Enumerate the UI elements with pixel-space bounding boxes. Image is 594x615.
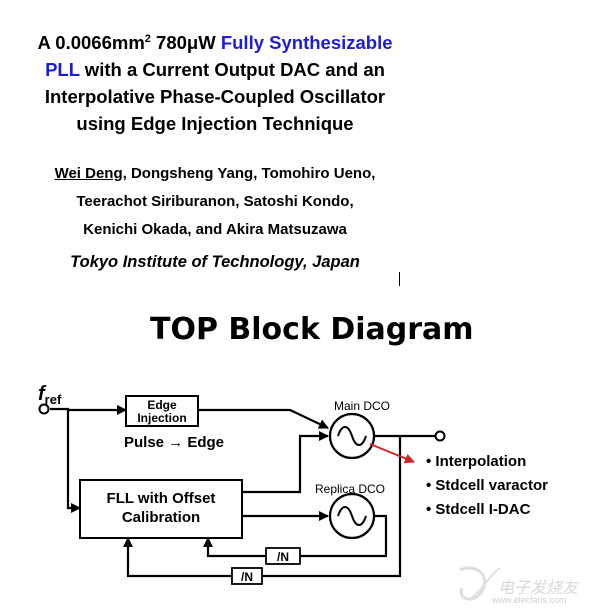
- title-line-2: PLL with a Current Output DAC and an: [20, 56, 410, 83]
- signal-wires: [50, 405, 436, 578]
- divider-lower: [231, 567, 263, 585]
- text-cursor: [399, 272, 400, 286]
- title-text-power: 780μW: [150, 32, 221, 54]
- fref-input-node: [38, 403, 50, 415]
- fref-label: fref: [38, 383, 62, 407]
- affiliation: Tokyo Institute of Technology, Japan: [70, 253, 360, 271]
- replica-dco-sine-icon: [337, 506, 367, 526]
- fll-block: [79, 479, 243, 539]
- author-line-3: Kenichi Okada, and Akira Matsuzawa: [83, 221, 347, 238]
- bullet-interpolation: • Interpolation: [426, 453, 526, 470]
- edge-injection-label-2: Injection: [137, 411, 186, 425]
- edge-injection-label-1: Edge: [147, 398, 177, 412]
- divider-lower-label: /N: [241, 570, 253, 584]
- fll-label-1: FLL with Offset: [107, 490, 216, 507]
- replica-dco-label: Replica DCO: [315, 482, 385, 496]
- author-line-2: Teerachot Siriburanon, Satoshi Kondo,: [76, 193, 354, 210]
- title-highlight-2: PLL: [45, 59, 80, 81]
- title-text-2: with a Current Output DAC and an: [79, 59, 385, 81]
- watermark-logo: [459, 566, 501, 601]
- title-line-3: Interpolative Phase-Coupled Oscillator: [44, 86, 386, 108]
- title-highlight-1: Fully Synthesizable: [220, 32, 393, 54]
- presenting-author: Wei Deng,: [54, 165, 127, 182]
- watermark-text: 电子发烧友: [498, 580, 579, 597]
- author-list: Wei Deng, Dongsheng Yang, Tomohiro Ueno,…: [20, 160, 410, 244]
- title-line-4: using Edge Injection Technique: [76, 113, 354, 135]
- bullet-stdcell-idac: • Stdcell I-DAC: [426, 501, 531, 518]
- title-text-area: A 0.0066mm: [37, 32, 145, 54]
- divider-upper: [265, 547, 301, 565]
- author-line-1-rest: Dongsheng Yang, Tomohiro Ueno,: [126, 165, 376, 182]
- pulse-edge-label: Pulse → Edge: [124, 434, 224, 451]
- divider-upper-label: /N: [277, 550, 289, 564]
- author-line-1: Wei Deng, Dongsheng Yang, Tomohiro Ueno,: [20, 160, 410, 188]
- fll-label-2: Calibration: [122, 509, 200, 526]
- watermark-url: www.elecfans.com: [492, 595, 567, 605]
- annotation-arrow: [369, 443, 415, 464]
- main-dco-label: Main DCO: [334, 399, 390, 413]
- paper-title: A 0.0066mm2 780μW Fully Synthesizable PL…: [20, 26, 410, 137]
- title-superscript: 2: [144, 33, 151, 45]
- bullet-stdcell-varactor: • Stdcell varactor: [426, 477, 548, 494]
- output-node: [434, 430, 446, 442]
- diagram-heading: TOP Block Diagram: [150, 312, 474, 347]
- edge-injection-block: [125, 395, 199, 427]
- main-dco-sine-icon: [337, 426, 367, 446]
- title-line-1: A 0.0066mm2 780μW Fully Synthesizable: [20, 26, 410, 56]
